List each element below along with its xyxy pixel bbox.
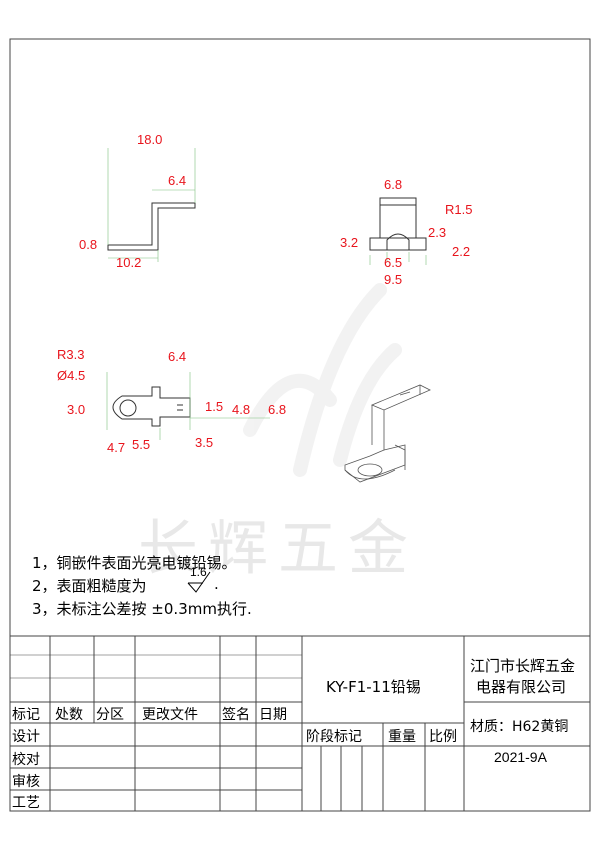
dim-9-5: 9.5 bbox=[384, 272, 403, 287]
header-change-doc: 更改文件 bbox=[142, 707, 198, 723]
note-2-end: . bbox=[214, 575, 219, 593]
dim-6-5: 6.5 bbox=[384, 255, 403, 270]
note-1: 1，铜嵌件表面光亮电镀铅锡。 bbox=[32, 554, 237, 572]
row-process: 工艺 bbox=[12, 795, 40, 811]
watermark-text: 长辉五金 bbox=[138, 514, 418, 584]
header-count: 处数 bbox=[55, 707, 83, 723]
dim-0-8: 0.8 bbox=[79, 237, 98, 252]
header-mark: 标记 bbox=[12, 707, 40, 723]
row-review: 审核 bbox=[12, 774, 40, 790]
header-signature: 签名 bbox=[222, 707, 250, 723]
header-scale: 比例 bbox=[429, 729, 457, 745]
dim-4-7: 4.7 bbox=[107, 440, 126, 455]
dim-3-2: 3.2 bbox=[340, 235, 359, 250]
header-zone: 分区 bbox=[96, 707, 124, 723]
dim-10-2: 10.2 bbox=[116, 255, 142, 270]
dim-18-0: 18.0 bbox=[137, 132, 163, 147]
dim-4-8: 4.8 bbox=[232, 402, 251, 417]
top-view-drawing bbox=[107, 148, 196, 262]
title-block-grid bbox=[10, 635, 590, 811]
dim-1-5: 1.5 bbox=[205, 399, 224, 414]
roughness-value: 1.6 bbox=[190, 565, 207, 579]
dim-5-5: 5.5 bbox=[132, 437, 151, 452]
dim-6-8-plan: 6.8 bbox=[268, 402, 287, 417]
dim-6-4-plan: 6.4 bbox=[168, 349, 187, 364]
header-weight: 重量 bbox=[388, 729, 416, 745]
dim-r1-5: R1.5 bbox=[445, 202, 473, 217]
isometric-drawing bbox=[344, 384, 431, 483]
front-view-drawing bbox=[369, 197, 427, 265]
part-name: KY-F1-11铅锡 bbox=[326, 678, 421, 696]
dim-6-4: 6.4 bbox=[168, 173, 187, 188]
dim-3-5: 3.5 bbox=[195, 435, 214, 450]
drawing-date: 2021-9A bbox=[494, 749, 547, 765]
header-date: 日期 bbox=[259, 707, 287, 723]
dim-3-0: 3.0 bbox=[67, 402, 86, 417]
dim-dia4-5: Ø4.5 bbox=[57, 368, 86, 383]
company-line-2: 电器有限公司 bbox=[476, 678, 567, 696]
material: 材质：H62黄铜 bbox=[470, 719, 569, 735]
note-3: 3，未标注公差按 ±0.3mm执行. bbox=[32, 600, 252, 618]
header-stage-mark: 阶段标记 bbox=[306, 729, 362, 745]
plan-view-drawing bbox=[106, 372, 270, 440]
dim-6-8: 6.8 bbox=[384, 177, 403, 192]
dim-2-3: 2.3 bbox=[428, 225, 447, 240]
watermark-logo bbox=[243, 283, 402, 477]
row-check: 校对 bbox=[12, 752, 40, 768]
drawing-frame bbox=[9, 38, 591, 812]
row-design: 设计 bbox=[12, 729, 40, 745]
note-2: 2，表面粗糙度为 bbox=[32, 577, 147, 595]
dim-2-2: 2.2 bbox=[452, 244, 471, 259]
company-line-1: 江门市长辉五金 bbox=[470, 657, 576, 675]
roughness-symbol bbox=[187, 571, 211, 593]
dim-r3-3: R3.3 bbox=[57, 347, 85, 362]
